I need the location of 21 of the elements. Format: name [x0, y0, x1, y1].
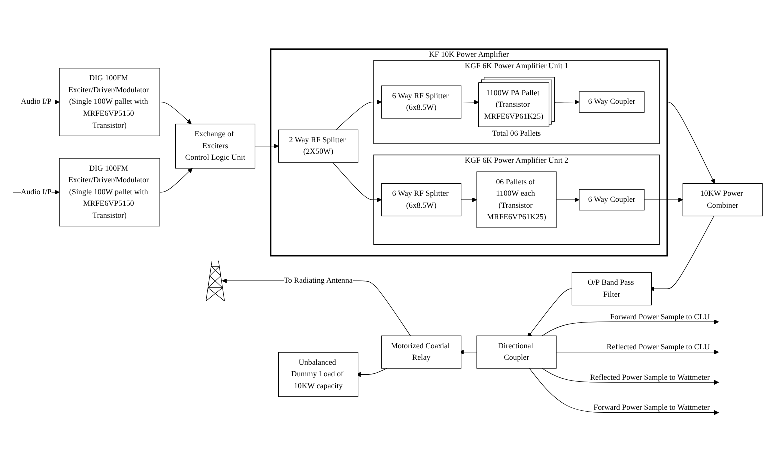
arrow	[160, 168, 193, 193]
arrow	[542, 368, 720, 385]
node-caption: Total 06 Pallets	[492, 129, 542, 138]
arrow	[529, 368, 720, 416]
arrow	[542, 320, 720, 336]
edge-label: Forward Power Sample to CLU	[610, 312, 710, 322]
arrow	[332, 162, 382, 202]
arrow	[336, 100, 382, 130]
arrow	[254, 144, 279, 149]
arrow	[528, 288, 572, 338]
arrow	[644, 198, 684, 202]
arrow	[554, 100, 580, 105]
arrow	[461, 100, 480, 105]
arrow	[556, 350, 720, 355]
arrow	[160, 102, 192, 124]
edge-label: Reflected Power Sample to CLU	[606, 342, 710, 352]
edge-label: Forward Power Sample to Wattmeter	[594, 402, 710, 412]
arrow	[644, 102, 716, 184]
arrow	[461, 198, 478, 202]
arrow	[556, 198, 580, 202]
edge-label: Reflected Power Sample to Wattmeter	[590, 372, 710, 382]
